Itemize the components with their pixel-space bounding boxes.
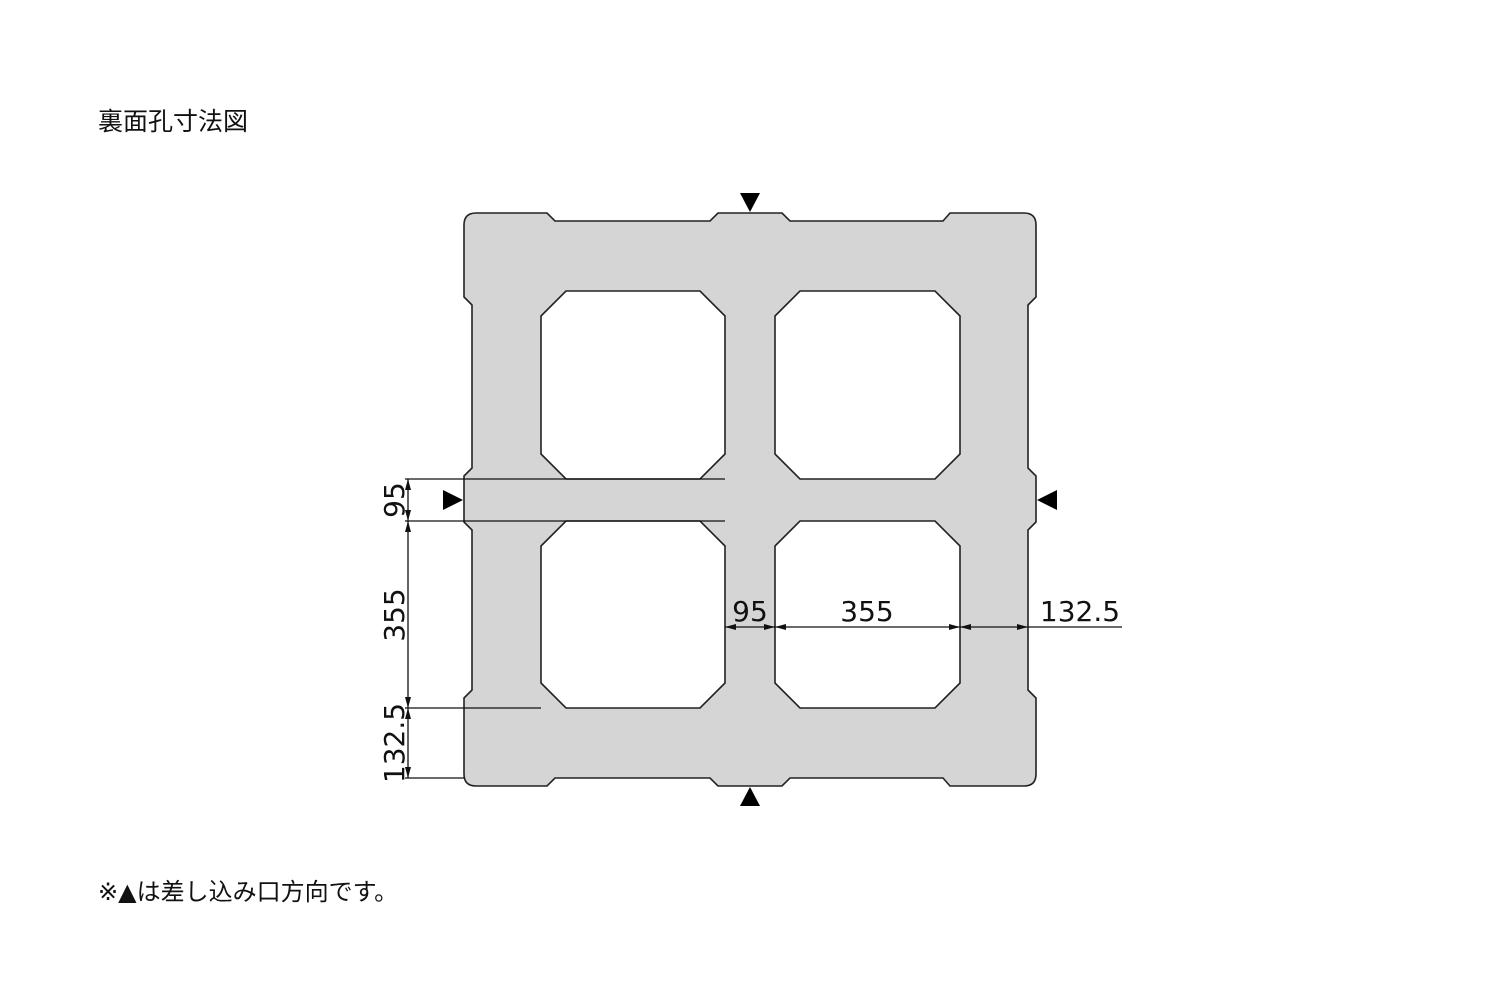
insert-direction-note: ※▲は差し込み口方向です。 (98, 878, 399, 906)
panel-outline (463, 212, 1037, 787)
vertical-dimension-lines (405, 478, 725, 779)
dim-vertical-rib-label: 95 (378, 482, 411, 518)
dim-vertical-edge-label: 132.5 (378, 703, 411, 783)
insert-direction-left-icon (443, 490, 463, 510)
vertical-dimension-arrows (405, 479, 411, 778)
dim-horizontal-rib-label: 95 (732, 595, 768, 628)
horizontal-dimension-arrows (725, 624, 1028, 630)
diagram-title: 裏面孔寸法図 (98, 107, 249, 136)
dim-vertical-hole-label: 355 (378, 588, 411, 641)
dim-horizontal-edge-label: 132.5 (1040, 595, 1120, 628)
dim-horizontal-hole-label: 355 (840, 595, 893, 628)
insert-direction-top-icon (740, 193, 760, 212)
insert-direction-bottom-icon (740, 787, 760, 806)
insert-direction-right-icon (1037, 490, 1057, 510)
